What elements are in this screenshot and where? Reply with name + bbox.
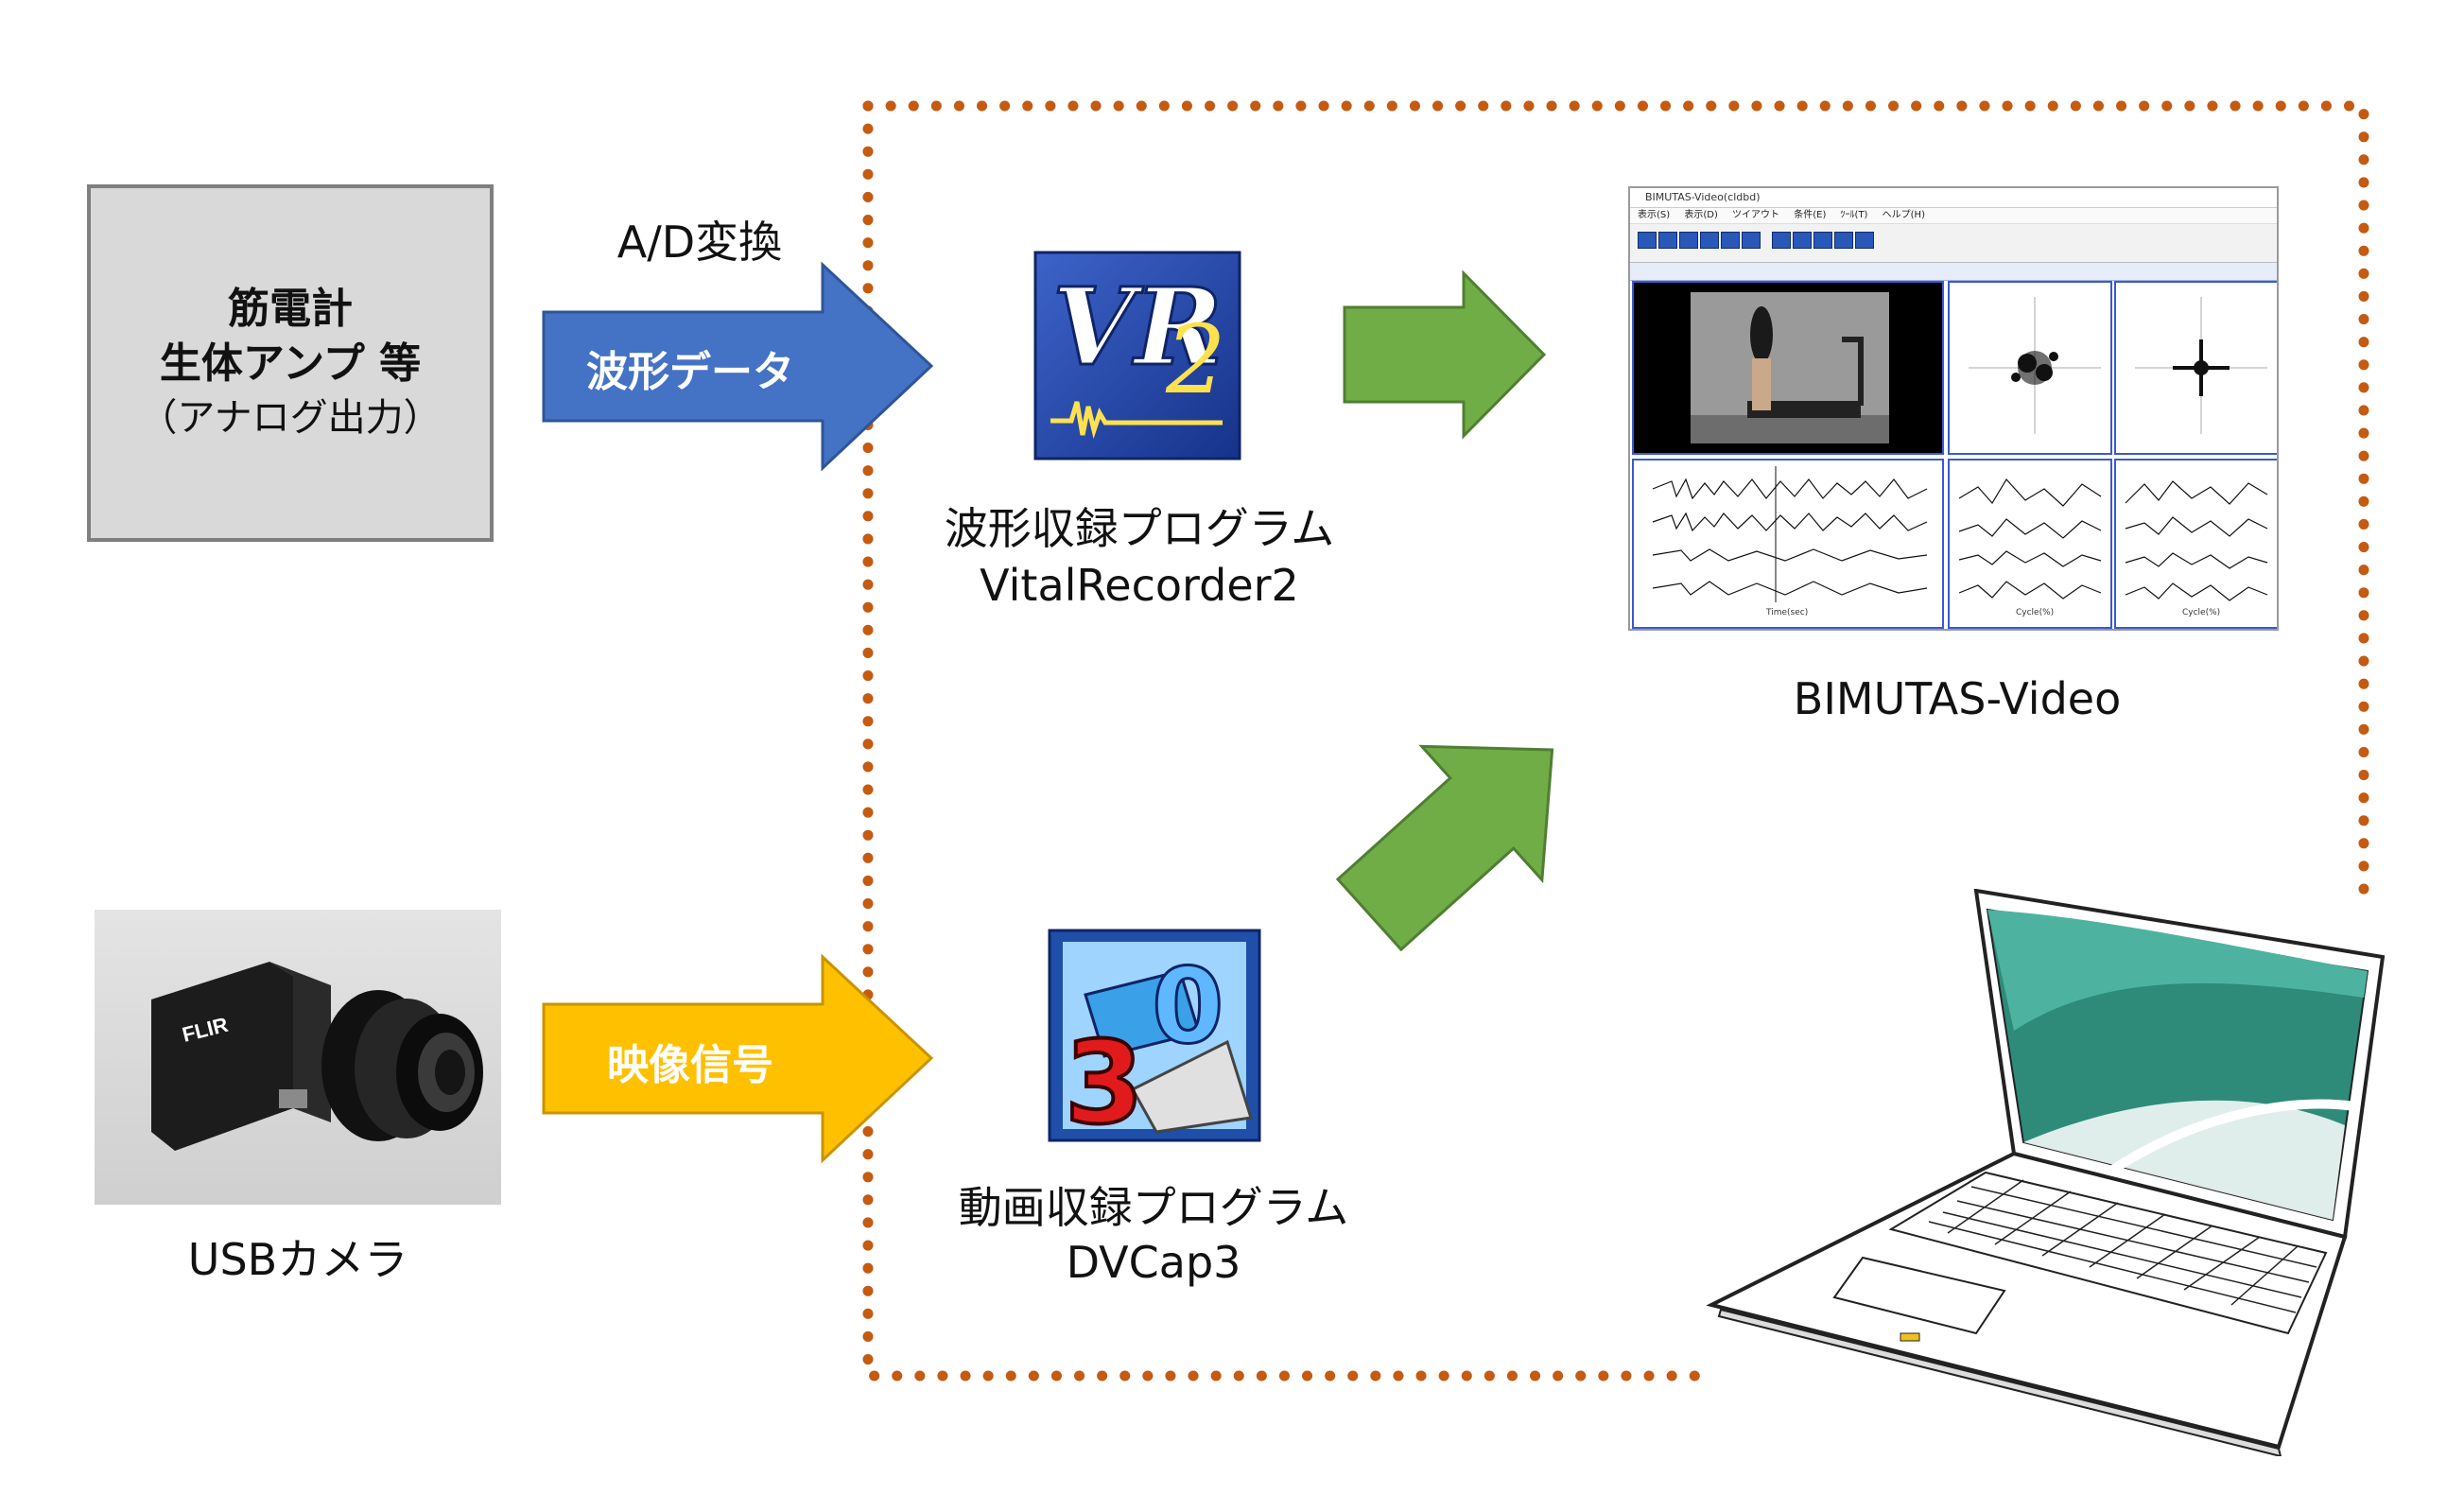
svg-text:2: 2 (1165, 304, 1226, 415)
toolbar-button[interactable] (1658, 232, 1677, 249)
toolbar-button[interactable] (1855, 232, 1874, 249)
toolbar-button[interactable] (1721, 232, 1740, 249)
bimutas-menu-bar: 表示(S) 表示(D) ツイアウト 条件(E) ﾂｰﾙ(T) ヘルプ(H) (1630, 208, 2277, 224)
cycle-plot-panel-1: Cycle(%) (1948, 459, 2112, 629)
dvcap3-icon: 0 3 (1048, 929, 1261, 1152)
toolbar-button[interactable] (1772, 232, 1791, 249)
video-signal-arrow-label: 映像信号 (607, 1041, 773, 1089)
toolbar-button[interactable] (1834, 232, 1853, 249)
menu-item-conditions[interactable]: 条件(E) (1794, 210, 1827, 220)
menu-item-help[interactable]: ヘルプ(H) (1882, 210, 1925, 220)
bimutas-title-text: BIMUTAS-Video(cldbd) (1645, 191, 1761, 203)
svg-text:VR: VR (1052, 266, 1223, 390)
camera-image: FLIR (95, 910, 501, 1205)
video-signal-arrow (542, 953, 934, 1164)
toolbar-button[interactable] (1638, 232, 1657, 249)
scatter-plot-panel-2 (2114, 281, 2277, 455)
bimutas-video-window: BIMUTAS-Video(cldbd) 表示(S) 表示(D) ツイアウト 条… (1628, 186, 2279, 631)
vr2-caption-jp: 波形収録プログラム (944, 503, 1335, 554)
svg-text:3: 3 (1065, 1018, 1144, 1142)
scatter-plot-panel-1 (1948, 281, 2112, 455)
menu-item-layout[interactable]: ツイアウト (1732, 210, 1780, 220)
menu-item-display-d[interactable]: 表示(D) (1684, 210, 1718, 220)
bimutas-toolbar (1630, 224, 2277, 263)
laptop-illustration (1702, 888, 2402, 1458)
menu-item-tools[interactable]: ﾂｰﾙ(T) (1840, 210, 1868, 220)
analog-device-box: 筋電計 生体アンプ 等 （アナログ出力） (87, 184, 494, 542)
usb-camera-caption: USBカメラ (187, 1234, 408, 1285)
emg-waveform-panel: Time(sec) (1632, 459, 1944, 629)
toolbar-button[interactable] (1793, 232, 1812, 249)
dvcap-to-bimutas-arrow (1335, 744, 1554, 952)
waveform-arrow (542, 261, 934, 472)
cycle-x-label-2: Cycle(%) (2182, 608, 2221, 617)
toolbar-button[interactable] (1813, 232, 1832, 249)
waveform-arrow-label: 波形データ (586, 348, 794, 396)
dvcap3-caption-jp: 動画収録プログラム (958, 1182, 1349, 1233)
toolbar-button[interactable] (1700, 232, 1719, 249)
vr2-caption-en: VitalRecorder2 (980, 560, 1299, 611)
svg-text:0: 0 (1152, 946, 1224, 1067)
bimutas-status-bar (1630, 263, 2277, 281)
cycle-plot-panel-2: Cycle(%) (2114, 459, 2277, 629)
toolbar-button[interactable] (1679, 232, 1698, 249)
video-panel (1632, 281, 1944, 455)
bimutas-window-title: BIMUTAS-Video(cldbd) (1630, 188, 2277, 208)
analog-device-line3: （アナログ出力） (139, 396, 442, 440)
analog-device-line1: 筋電計 (228, 285, 353, 333)
waveform-x-label: Time(sec) (1766, 608, 1809, 617)
toolbar-button[interactable] (1742, 232, 1761, 249)
vitalrecorder2-icon: VR 2 (1033, 251, 1241, 461)
cycle-x-label-1: Cycle(%) (2016, 608, 2055, 617)
ad-conversion-label: A/D変換 (616, 217, 783, 268)
bimutas-caption: BIMUTAS-Video (1793, 673, 2122, 724)
usb-camera-photo: FLIR (95, 910, 501, 1205)
menu-item-display-s[interactable]: 表示(S) (1638, 210, 1671, 220)
vr2-to-bimutas-arrow (1343, 269, 1547, 440)
analog-device-line2: 生体アンプ 等 (159, 339, 422, 388)
dvcap3-caption-en: DVCap3 (1066, 1237, 1241, 1288)
